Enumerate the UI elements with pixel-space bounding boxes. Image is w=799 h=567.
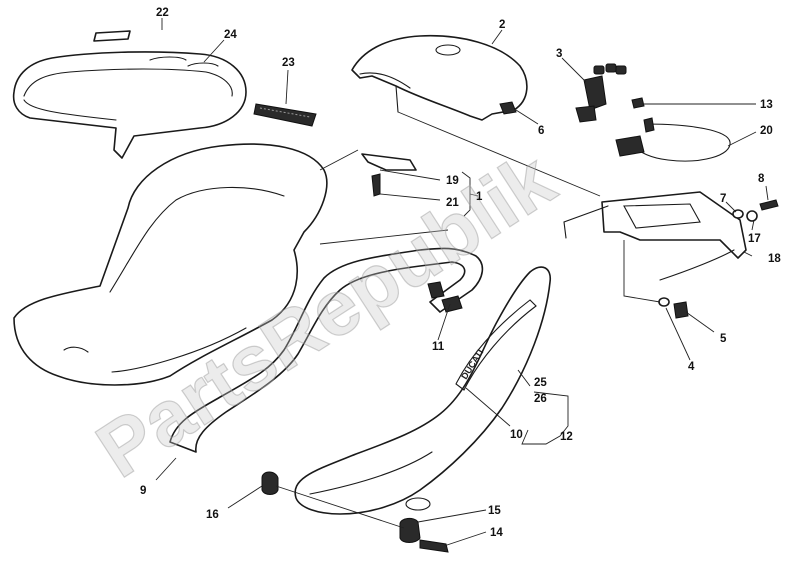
part-9-seal-trim[interactable]	[169, 247, 484, 453]
callout-18: 18	[768, 253, 781, 265]
part-1-seat[interactable]	[13, 143, 328, 386]
part-16-grommet[interactable]	[261, 471, 279, 495]
part-22-pad[interactable]	[93, 30, 131, 42]
callout-6: 6	[538, 125, 544, 137]
callout-7: 7	[720, 193, 726, 205]
part-4-washer[interactable]	[658, 297, 670, 307]
part-14-bolt[interactable]	[419, 539, 449, 553]
callout-5: 5	[720, 333, 727, 345]
part-2-tail-cover[interactable]	[351, 34, 528, 121]
part-13-screw[interactable]	[631, 97, 645, 109]
callout-14: 14	[490, 527, 503, 539]
callout-15: 15	[488, 505, 501, 517]
part-15-rubber-mount[interactable]	[399, 517, 421, 543]
part-8-bolt[interactable]	[759, 199, 779, 211]
callout-13: 13	[760, 99, 773, 111]
callout-11: 11	[432, 341, 445, 353]
callout-21: 21	[446, 197, 459, 209]
callout-9: 9	[140, 485, 146, 497]
part-17-spacer[interactable]	[746, 210, 758, 222]
callout-16: 16	[206, 509, 219, 521]
callout-labels: 22 24 23 2 3 13 20 6 8 7 17 18 5 4 19 1 …	[140, 7, 781, 539]
leader-lines	[155, 18, 769, 547]
part-11-nut[interactable]	[427, 281, 463, 313]
callout-23: 23	[282, 57, 295, 69]
part-21-screw[interactable]	[371, 173, 381, 197]
callout-12: 12	[560, 431, 573, 443]
part-20-release-cable[interactable]	[615, 117, 731, 162]
part-3-lock-cylinder[interactable]	[575, 63, 627, 123]
callout-1: 1	[476, 191, 483, 203]
part-12-side-panel[interactable]	[294, 266, 552, 515]
part-23-foam-strip[interactable]	[253, 103, 317, 127]
callout-17: 17	[748, 233, 761, 245]
callout-19: 19	[446, 175, 459, 187]
callout-24: 24	[224, 29, 237, 41]
callout-22: 22	[156, 7, 169, 19]
callout-8: 8	[758, 173, 765, 185]
callout-26: 26	[534, 393, 547, 405]
part-7-washer[interactable]	[732, 209, 744, 219]
part-6-nut[interactable]	[499, 101, 517, 115]
part-24-seat-cowl[interactable]	[12, 51, 247, 159]
callout-3: 3	[556, 48, 562, 60]
callout-2: 2	[499, 19, 505, 31]
callout-10: 10	[510, 429, 523, 441]
part-18-rear-bracket[interactable]	[563, 191, 747, 281]
callout-4: 4	[688, 361, 695, 373]
callout-20: 20	[760, 125, 773, 137]
part-19-seat-hook[interactable]	[361, 153, 417, 171]
callout-25: 25	[534, 377, 547, 389]
part-5-bolt[interactable]	[673, 301, 689, 319]
